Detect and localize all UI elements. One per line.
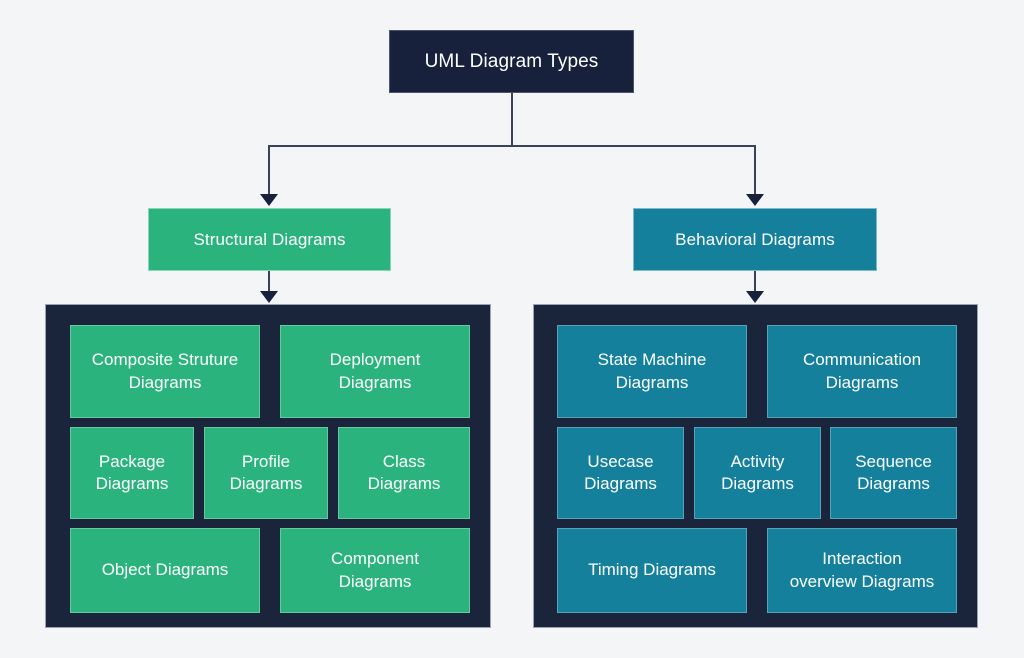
behavioral-diagrams-panel: State Machine Diagrams Communication Dia… (533, 304, 978, 628)
structural-diagrams-panel: Composite Struture Diagrams Deployment D… (45, 304, 491, 628)
arrow-to-behavioral-panel (746, 291, 764, 303)
branch-node-behavioral-diagrams[interactable]: Behavioral Diagrams (633, 208, 877, 271)
leaf-deployment-diagrams[interactable]: Deployment Diagrams (280, 325, 470, 418)
leaf-communication-diagrams[interactable]: Communication Diagrams (767, 325, 957, 418)
leaf-class-diagrams[interactable]: Class Diagrams (338, 427, 470, 519)
leaf-profile-diagrams[interactable]: Profile Diagrams (204, 427, 328, 519)
connector-root-vertical (511, 93, 513, 146)
connector-structural-vertical (268, 145, 270, 195)
leaf-object-diagrams[interactable]: Object Diagrams (70, 528, 260, 613)
connector-behavioral-vertical (754, 145, 756, 195)
leaf-package-diagrams[interactable]: Package Diagrams (70, 427, 194, 519)
leaf-sequence-diagrams[interactable]: Sequence Diagrams (830, 427, 957, 519)
leaf-activity-diagrams[interactable]: Activity Diagrams (694, 427, 821, 519)
root-node-uml-diagram-types[interactable]: UML Diagram Types (389, 30, 634, 93)
connector-structural-to-panel (268, 270, 270, 292)
connector-root-horizontal (268, 145, 755, 147)
leaf-timing-diagrams[interactable]: Timing Diagrams (557, 528, 747, 613)
arrow-to-structural-panel (260, 291, 278, 303)
leaf-state-machine-diagrams[interactable]: State Machine Diagrams (557, 325, 747, 418)
arrow-to-behavioral (746, 194, 764, 206)
arrow-to-structural (260, 194, 278, 206)
leaf-usecase-diagrams[interactable]: Usecase Diagrams (557, 427, 684, 519)
connector-behavioral-to-panel (754, 270, 756, 292)
leaf-component-diagrams[interactable]: Component Diagrams (280, 528, 470, 613)
branch-node-structural-diagrams[interactable]: Structural Diagrams (148, 208, 391, 271)
leaf-interaction-overview-diagrams[interactable]: Interaction overview Diagrams (767, 528, 957, 613)
leaf-composite-structure-diagrams[interactable]: Composite Struture Diagrams (70, 325, 260, 418)
